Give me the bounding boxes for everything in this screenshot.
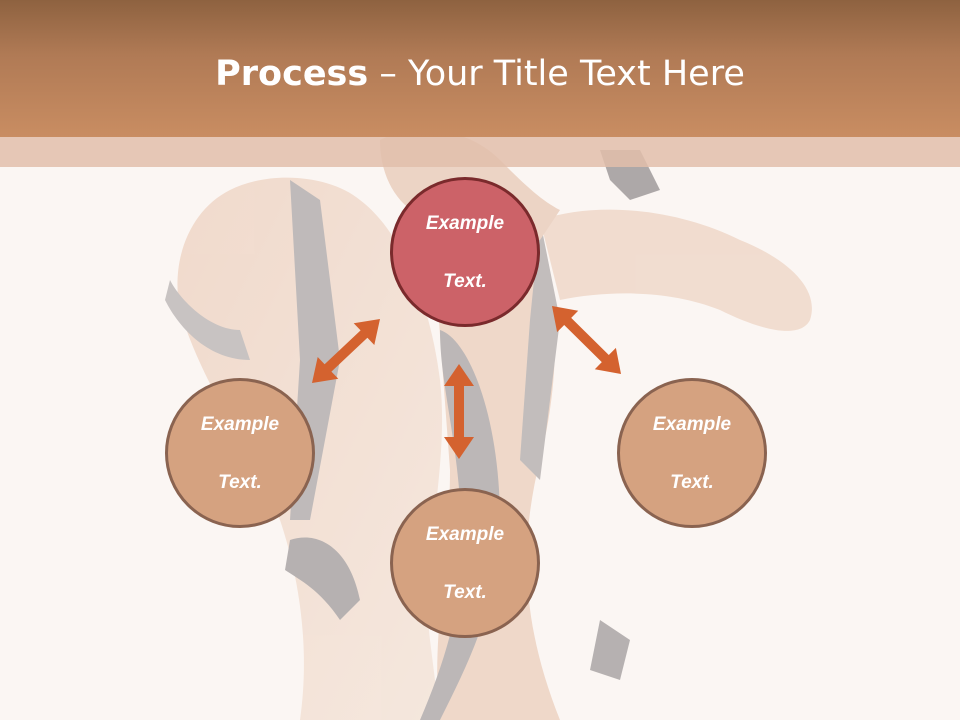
title-bold-part: Process bbox=[215, 54, 369, 94]
arrow-top-left bbox=[312, 319, 380, 383]
node-left-line1: Example bbox=[200, 413, 280, 435]
node-right-line2: Text. bbox=[670, 471, 714, 493]
slide-title: Process – Your Title Text Here bbox=[0, 52, 960, 96]
title-rest-part: – Your Title Text Here bbox=[368, 54, 745, 94]
header-strip bbox=[0, 137, 960, 167]
node-bottom-line1: Example bbox=[425, 523, 505, 545]
node-bottom-line2: Text. bbox=[443, 581, 487, 603]
arrow-top-right bbox=[552, 306, 621, 374]
node-top-line1: Example bbox=[425, 212, 505, 234]
node-top-line2: Text. bbox=[443, 270, 487, 292]
arrow-top-bottom bbox=[444, 364, 474, 459]
header-band bbox=[0, 0, 960, 137]
node-right-line1: Example bbox=[652, 413, 732, 435]
node-left-line2: Text. bbox=[218, 471, 262, 493]
